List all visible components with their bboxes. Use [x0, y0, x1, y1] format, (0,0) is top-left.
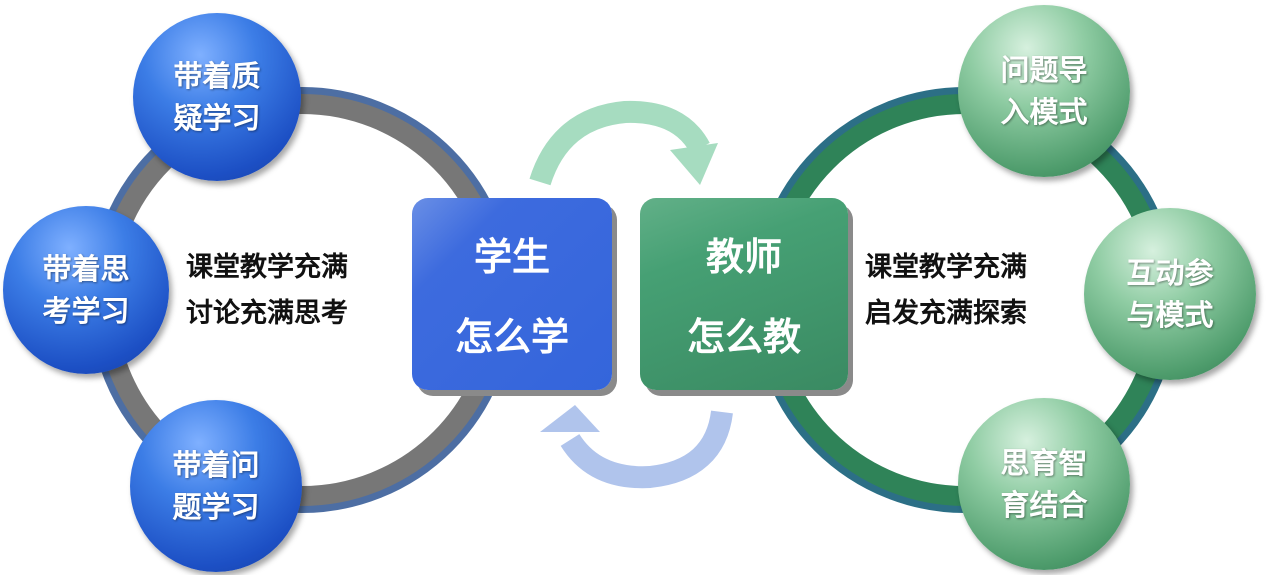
- node-text: 互动参: [1126, 256, 1214, 290]
- arrow-student-to-teacher: [529, 100, 718, 186]
- node-text: 问题导: [1000, 53, 1088, 87]
- node-text: 入模式: [1000, 95, 1088, 129]
- node-text: 带着问: [172, 448, 260, 482]
- node-text: 题学习: [172, 490, 260, 524]
- student-box-line1: 学生: [473, 235, 550, 279]
- right-node-2: 互动参与模式: [1084, 208, 1256, 380]
- left-node-2: 带着思考学习: [3, 206, 169, 374]
- node-text: 疑学习: [173, 101, 261, 135]
- student-box: 学生 怎么学: [412, 198, 612, 390]
- right-center-line2: 启发充满探索: [865, 298, 1027, 329]
- node-text: 考学习: [42, 294, 130, 328]
- right-center-line1: 课堂教学充满: [865, 252, 1027, 283]
- teacher-box: 教师 怎么教: [640, 198, 848, 390]
- left-center-line2: 讨论充满思考: [186, 298, 348, 329]
- student-box-line2: 怎么学: [454, 315, 569, 359]
- left-center-text: 课堂教学充满 讨论充满思考: [186, 245, 348, 337]
- left-node-3: 带着问题学习: [130, 400, 302, 572]
- right-node-1: 问题导入模式: [958, 5, 1130, 177]
- right-center-text: 课堂教学充满 启发充满探索: [865, 245, 1027, 337]
- node-text: 思育智: [1000, 446, 1088, 480]
- node-text: 带着质: [173, 59, 261, 93]
- node-text: 育结合: [1000, 488, 1088, 522]
- teacher-box-line1: 教师: [705, 235, 782, 279]
- teacher-box-line2: 怎么教: [686, 315, 801, 359]
- arrow-teacher-to-student: [540, 405, 733, 489]
- right-node-3: 思育智育结合: [958, 398, 1130, 570]
- node-text: 与模式: [1126, 298, 1214, 332]
- node-text: 带着思: [42, 252, 130, 286]
- left-center-line1: 课堂教学充满: [186, 252, 348, 283]
- left-node-1: 带着质疑学习: [133, 13, 301, 181]
